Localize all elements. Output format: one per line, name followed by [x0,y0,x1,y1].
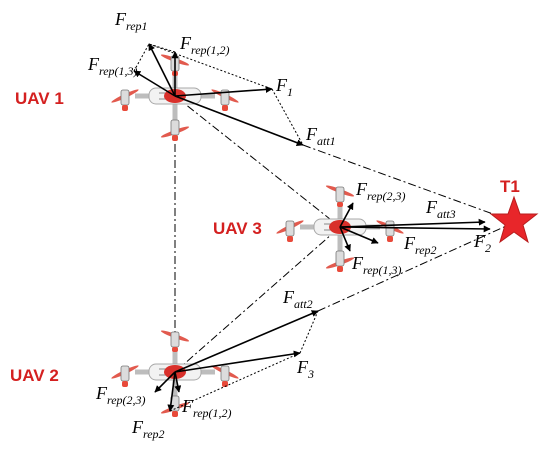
uav2-resultant-vector [174,350,301,373]
uav2-f-att2-label: Fatt2 [283,287,313,311]
uav1-resultant-vector [174,85,273,97]
uav3-label: UAV 3 [213,219,262,238]
uav3-force-vectors [339,202,491,252]
uav1-f-rep13-label: Frep(1,3) [88,54,138,78]
uav3-f-rep2-label: Frep2 [404,233,437,257]
uav3-f-att3-label: Fatt3 [426,197,456,221]
uav3-rep2-vector [339,226,379,244]
uav3-f-rep13-label: Frep(1,3) [352,253,402,277]
att1-target-connector [302,144,516,223]
uav2-f-rep23-label: Frep(2,3) [96,383,146,407]
uav1-uav3-connector [174,95,341,228]
uav1-rep13-vector [133,70,176,97]
uav1-f-rep1-label: Frep1 [115,9,148,33]
target-label: T1 [500,177,520,196]
uav2-rep12-vector [174,371,182,393]
uav2-rep23-vector [154,371,176,393]
uav2-att-vector [174,310,319,373]
uav3-att-vector [339,218,486,228]
uav1-f-att1-label: Fatt1 [306,124,336,148]
uav1-att-vector [174,95,304,147]
uav3-rep13-vector [339,226,351,252]
dashdot-connectors [174,95,516,373]
uav3-resultant-vector [339,225,491,233]
uav1-label: UAV 1 [15,89,64,108]
uav2-label: UAV 2 [10,366,59,385]
uav2-f-rep2-label: Frep2 [132,417,165,441]
uav1-rep1-vector [148,43,176,97]
uav2-f-rep12-label: Frep(1,2) [182,396,232,420]
uav2-uav3-connector [174,226,341,373]
uav1-force-vectors [133,43,304,147]
uav2-force-vectors [154,310,319,412]
uav1-f-rep12-label: Frep(1,2) [180,33,230,57]
uav1-f1-label: F1 [276,75,293,99]
uav3-f-rep23-label: Frep(2,3) [356,179,406,203]
uav2-rep2-vector [167,371,176,412]
uav3-f2-label: F2 [474,231,491,255]
target-star-icon [489,195,539,244]
att2-target-connector [317,221,516,312]
uav1-parallelogram-lines [133,43,304,146]
uav2-f3-label: F3 [297,357,314,381]
uav3-rep23-vector [339,202,354,228]
